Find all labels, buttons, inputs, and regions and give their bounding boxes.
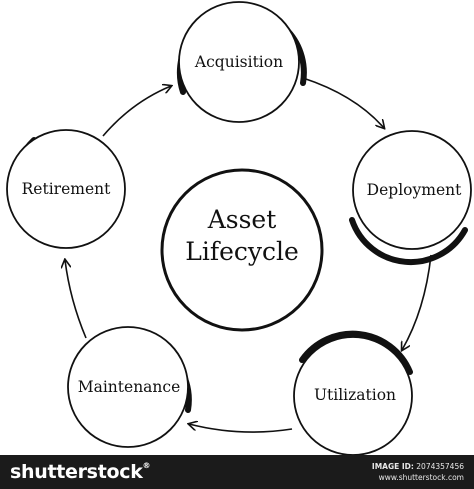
image-id-value: 2074357456 (416, 462, 464, 471)
center-node: Asset Lifecycle (160, 168, 324, 332)
arrow-maintenance-to-retirement (65, 260, 87, 339)
image-meta: IMAGE ID: 2074357456 www.shutterstock.co… (372, 461, 464, 483)
node-acquisition: Acquisition (176, 1, 307, 123)
node-label-utilization: Utilization (314, 386, 396, 404)
site-url: www.shutterstock.com (378, 473, 464, 482)
brand-registered-mark: ® (142, 461, 151, 470)
node-utilization: Utilization (293, 330, 413, 455)
node-maintenance: Maintenance (67, 326, 192, 448)
arrow-deployment-to-utilization (402, 254, 432, 350)
node-deployment: Deployment (349, 130, 472, 266)
node-label-acquisition: Acquisition (194, 53, 283, 71)
arrow-acquisition-to-deployment (302, 77, 384, 128)
node-retirement: Retirement (6, 129, 126, 249)
stock-footer-bar: shutterstock® IMAGE ID: 2074357456 www.s… (0, 455, 474, 489)
center-title-line-2: Lifecycle (185, 237, 299, 266)
center-title-line-1: Asset (207, 205, 277, 234)
brand-text: shutterstock (10, 461, 143, 483)
node-label-maintenance: Maintenance (78, 378, 181, 396)
shutterstock-logo: shutterstock® (10, 461, 151, 483)
image-id-label: IMAGE ID: (371, 462, 414, 471)
node-label-retirement: Retirement (22, 180, 111, 198)
arrow-retirement-to-acquisition (102, 86, 171, 137)
asset-lifecycle-diagram: Asset Lifecycle Acquisition Deployment U… (6, 1, 472, 455)
arrow-utilization-to-maintenance (189, 424, 293, 433)
node-label-deployment: Deployment (367, 181, 462, 199)
